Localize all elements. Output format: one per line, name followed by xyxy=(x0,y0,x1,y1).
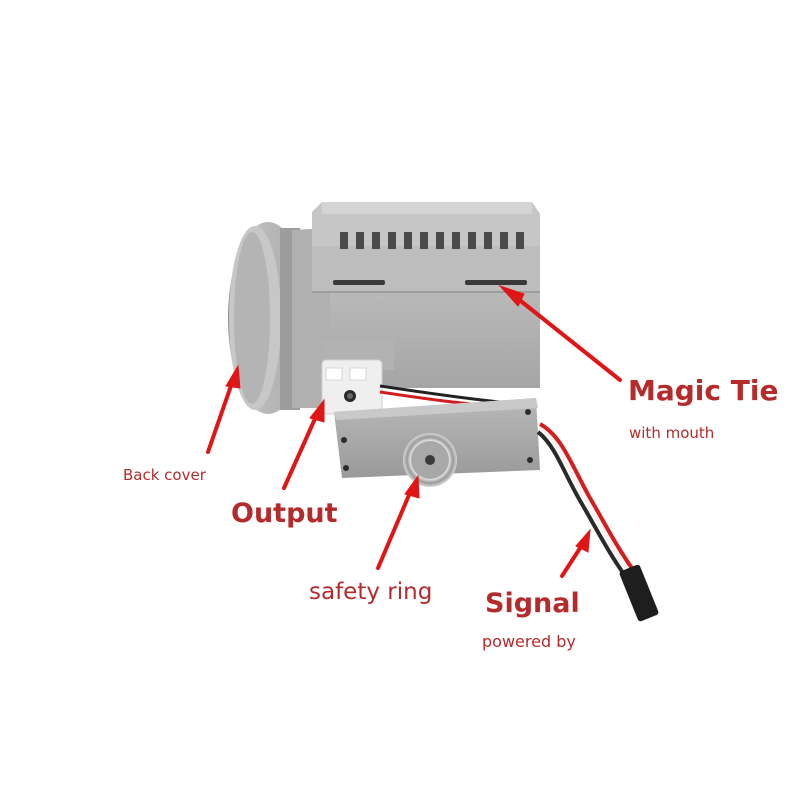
magic-tie-label: Magic Tie xyxy=(628,374,779,407)
safety-ring-label: safety ring xyxy=(309,579,433,605)
strap-slot-right xyxy=(465,280,527,285)
with-mouth-label: with mouth xyxy=(629,424,715,442)
arrow-safety-ring xyxy=(376,474,420,570)
arrow-output xyxy=(282,398,325,490)
back-cover-part xyxy=(228,222,308,414)
signal-label: Signal xyxy=(485,588,580,619)
vent-slots xyxy=(340,232,524,249)
signal-cable xyxy=(536,422,659,622)
powered-by-label: powered by xyxy=(482,632,576,651)
arrow-magic-tie xyxy=(498,284,622,382)
motor-body xyxy=(292,202,540,408)
annotation-arrows xyxy=(206,284,622,578)
servo-plug xyxy=(619,564,659,622)
output-connector xyxy=(321,340,394,415)
arrow-back-cover xyxy=(206,364,241,454)
output-label: Output xyxy=(231,498,338,529)
safety-ring-part xyxy=(403,433,457,487)
arrow-signal xyxy=(560,528,591,578)
strap-slot-left xyxy=(333,280,385,285)
back-cover-label: Back cover xyxy=(123,466,206,484)
